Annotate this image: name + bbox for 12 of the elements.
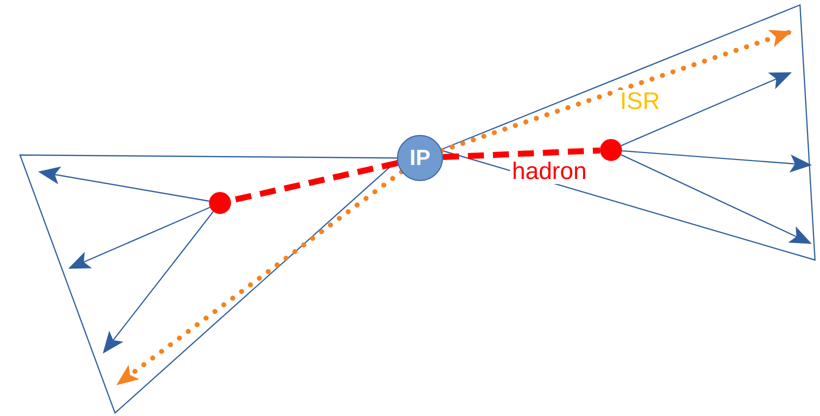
node-label: IP <box>410 145 430 171</box>
hadron-dot <box>600 139 622 161</box>
arrow <box>620 72 792 146</box>
arrow <box>622 150 812 172</box>
arrow <box>439 30 792 154</box>
arrow <box>38 166 210 202</box>
interaction-point-circle <box>397 135 443 181</box>
arrow <box>620 154 812 244</box>
hadron-dot <box>209 192 231 214</box>
arrow <box>68 206 210 269</box>
arrow <box>102 211 214 354</box>
arrow <box>116 169 404 386</box>
